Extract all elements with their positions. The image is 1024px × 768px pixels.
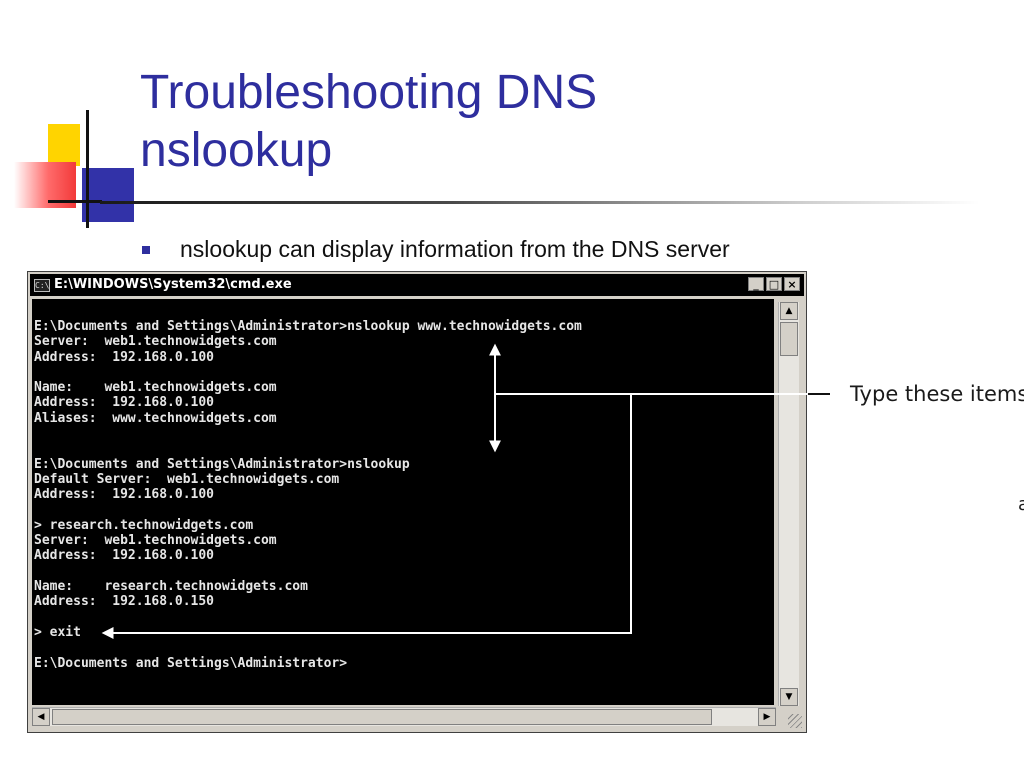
horizontal-scrollbar[interactable]: ◀ ▶ bbox=[32, 707, 776, 726]
page-title: Troubleshooting DNS nslookup bbox=[140, 64, 597, 180]
callout-label: Type these items bbox=[850, 382, 1024, 406]
window-titlebar[interactable]: C:\ E:\WINDOWS\System32\cmd.exe _ □ × bbox=[30, 274, 804, 296]
slide-logo-decoration bbox=[0, 100, 150, 230]
vertical-scrollbar[interactable]: ▲ ▼ bbox=[778, 302, 799, 706]
scroll-down-button[interactable]: ▼ bbox=[780, 688, 798, 706]
bullet-square-icon bbox=[142, 245, 150, 254]
horizontal-scroll-thumb[interactable] bbox=[52, 709, 712, 725]
cmd-window[interactable]: C:\ E:\WINDOWS\System32\cmd.exe _ □ × E:… bbox=[27, 271, 807, 733]
cropped-letter: a bbox=[1018, 494, 1024, 515]
maximize-button[interactable]: □ bbox=[766, 277, 782, 291]
logo-yellow-square bbox=[48, 124, 80, 166]
minimize-button[interactable]: _ bbox=[748, 277, 764, 291]
scroll-left-button[interactable]: ◀ bbox=[32, 708, 50, 726]
close-button[interactable]: × bbox=[784, 277, 800, 291]
window-controls: _ □ × bbox=[748, 277, 800, 291]
title-line-2: nslookup bbox=[140, 124, 333, 177]
bullet-item: nslookup can display information from th… bbox=[142, 236, 730, 263]
logo-horizontal-bar bbox=[48, 200, 102, 203]
window-title: E:\WINDOWS\System32\cmd.exe bbox=[54, 277, 292, 292]
logo-vertical-bar bbox=[86, 110, 89, 228]
bullet-text: nslookup can display information from th… bbox=[180, 236, 730, 262]
title-divider bbox=[100, 201, 980, 204]
cmd-icon[interactable]: C:\ bbox=[34, 279, 50, 292]
logo-blue-square bbox=[82, 168, 134, 222]
vertical-scroll-thumb[interactable] bbox=[780, 322, 798, 356]
title-line-1: Troubleshooting DNS bbox=[140, 66, 598, 119]
scroll-up-button[interactable]: ▲ bbox=[780, 302, 798, 320]
console-output[interactable]: E:\Documents and Settings\Administrator>… bbox=[32, 299, 774, 705]
console-text[interactable]: E:\Documents and Settings\Administrator>… bbox=[34, 319, 582, 671]
scroll-right-button[interactable]: ▶ bbox=[758, 708, 776, 726]
resize-grip-icon[interactable] bbox=[788, 714, 802, 728]
